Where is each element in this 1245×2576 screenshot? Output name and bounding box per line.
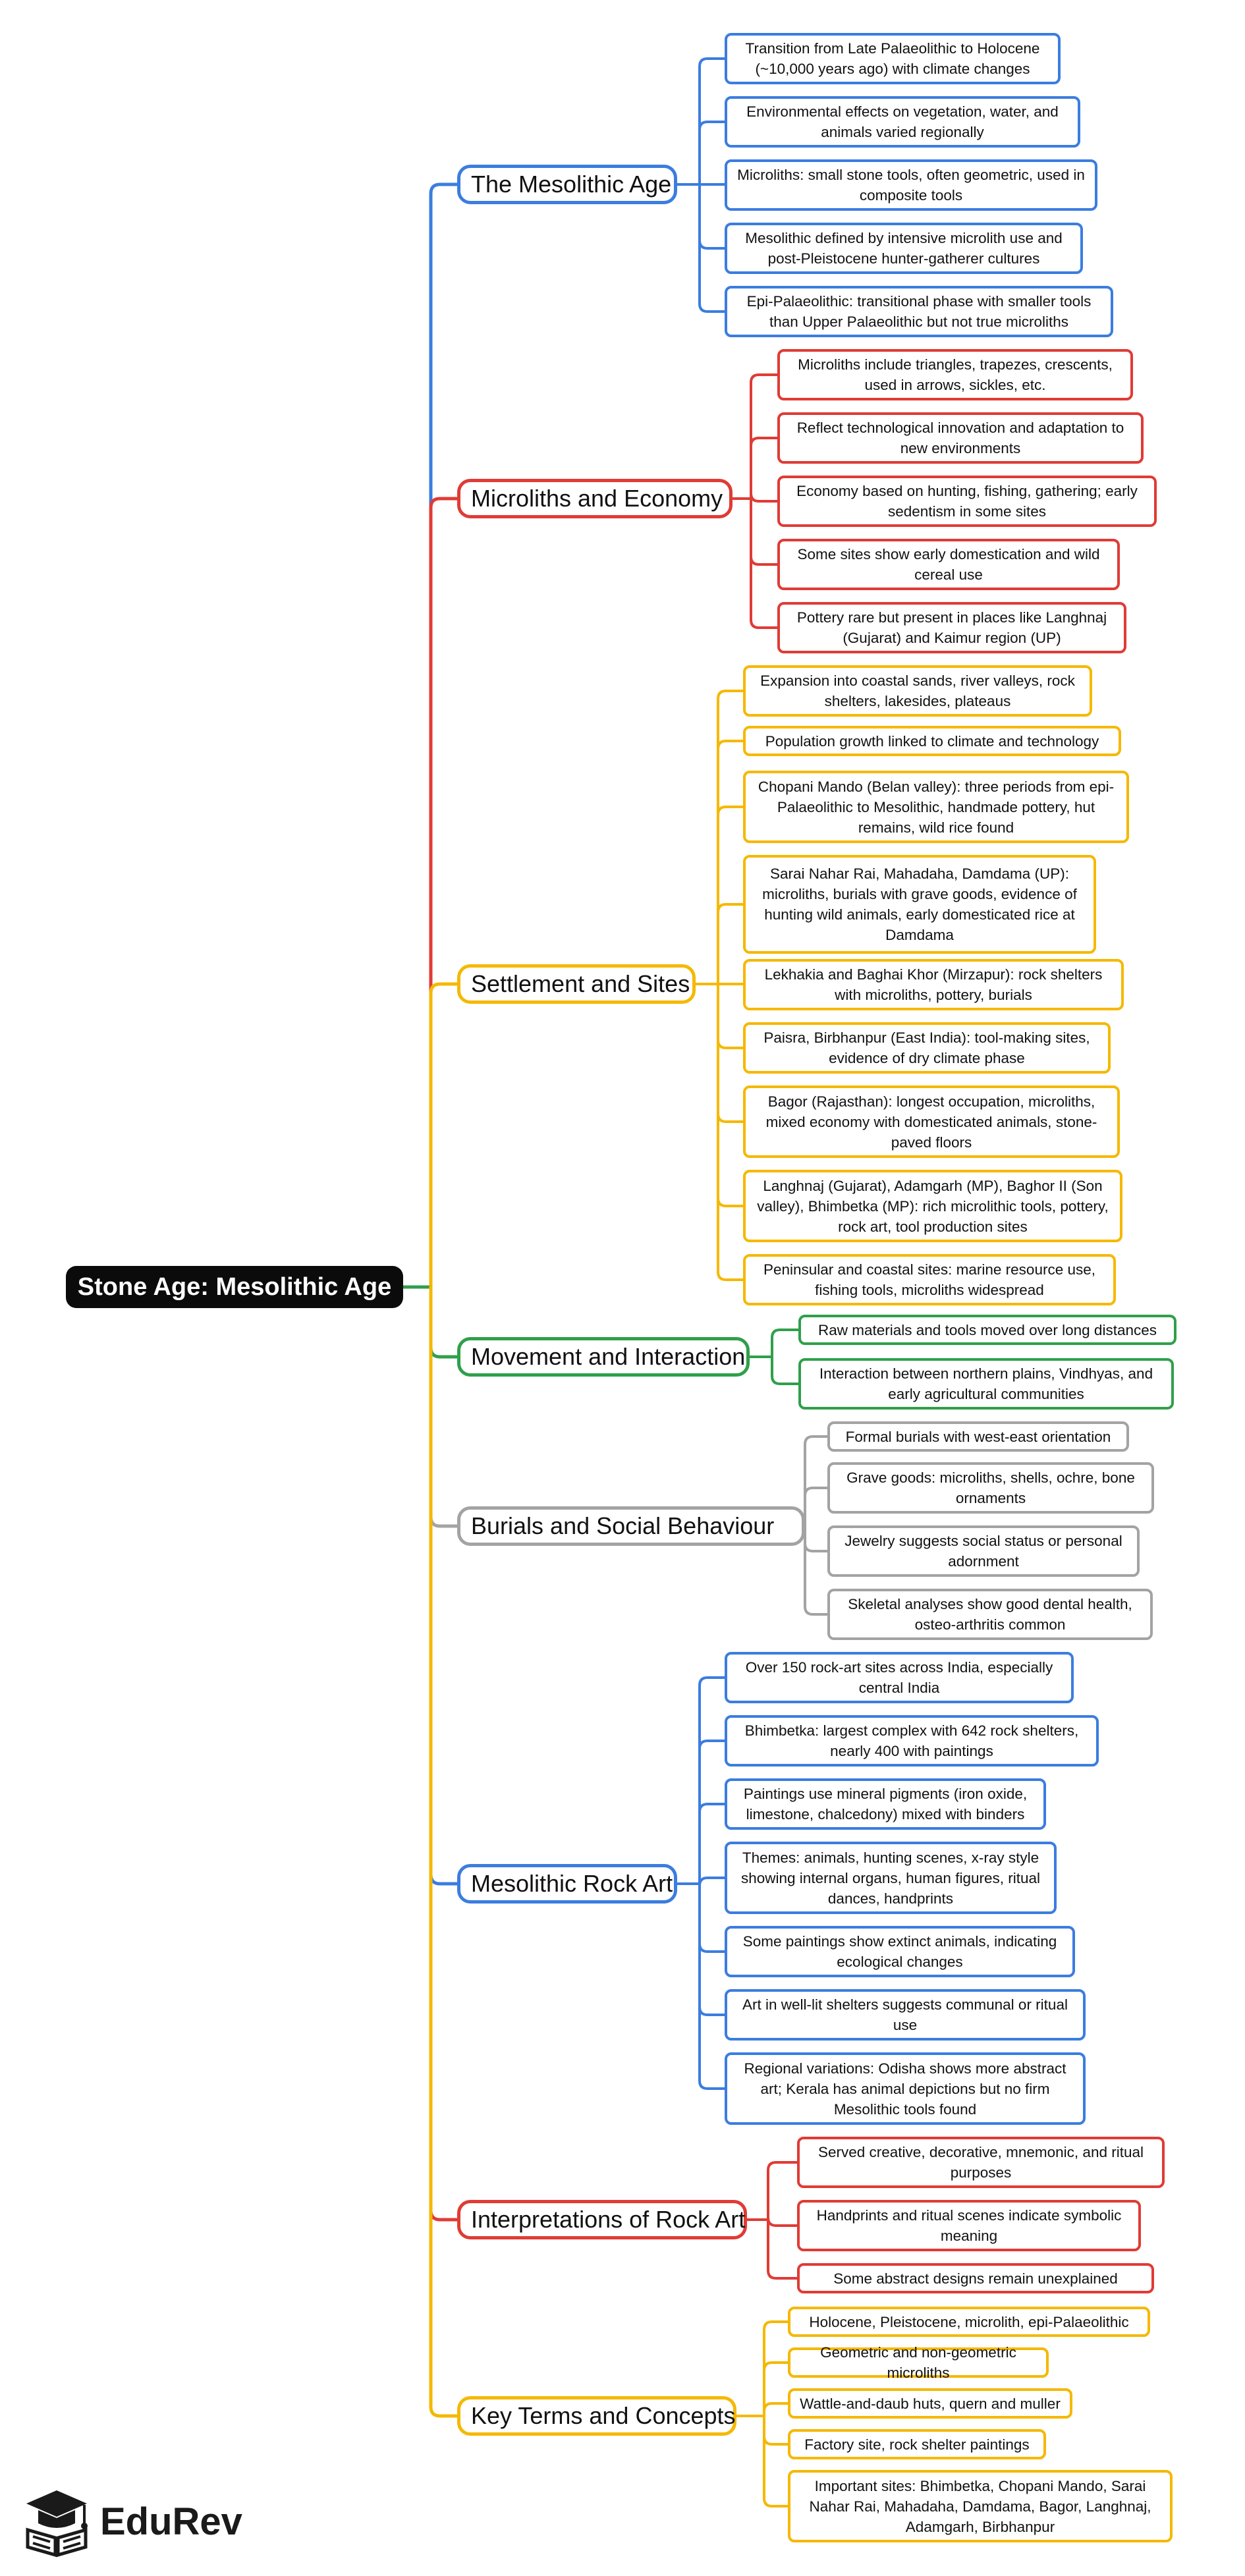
branch-connector [429, 1285, 459, 2222]
leaf-node[interactable]: Art in well-lit shelters suggests commun… [725, 1989, 1086, 2041]
leaf-node[interactable]: Transition from Late Palaeolithic to Hol… [725, 33, 1061, 84]
graduation-cap-book-icon [26, 2490, 88, 2558]
leaf-connector [717, 983, 744, 1123]
leaf-node[interactable]: Economy based on hunting, fishing, gathe… [777, 476, 1157, 527]
leaf-node[interactable]: Sarai Nahar Rai, Mahadaha, Damdama (UP):… [743, 855, 1096, 954]
branch-connector [429, 182, 459, 1289]
leaf-connector [750, 437, 779, 500]
leaf-node[interactable]: Holocene, Pleistocene, microlith, epi-Pa… [788, 2307, 1150, 2337]
leaf-connector [698, 1877, 726, 1886]
leaf-connector [698, 1882, 726, 2090]
leaf-connector [698, 183, 726, 313]
leaf-connector [763, 2320, 789, 2417]
leaf-connector [698, 121, 726, 186]
branch-node[interactable]: Interpretations of Rock Art [457, 2200, 747, 2239]
branch-connector [429, 1285, 459, 1528]
leaf-node[interactable]: Reflect technological innovation and ada… [777, 412, 1144, 464]
leaf-node[interactable]: Population growth linked to climate and … [743, 726, 1121, 756]
leaf-connector [717, 983, 744, 1207]
leaf-connector [717, 740, 744, 985]
leaf-node[interactable]: Formal burials with west-east orientatio… [827, 1421, 1129, 1452]
leaf-connector [750, 497, 779, 629]
leaf-node[interactable]: Grave goods: microliths, shells, ochre, … [827, 1462, 1154, 1514]
leaf-connector [698, 1676, 726, 1885]
branch-connector [429, 982, 459, 1289]
leaf-node[interactable]: Served creative, decorative, mnemonic, a… [797, 2137, 1165, 2188]
branch-connector [429, 1285, 459, 2418]
branch-node[interactable]: Burials and Social Behaviour [457, 1506, 805, 1546]
leaf-connector [698, 1740, 726, 1885]
leaf-connector [767, 2218, 798, 2280]
leaf-connector [717, 690, 744, 985]
leaf-connector [804, 1435, 829, 1527]
branch-node[interactable]: Microliths and Economy [457, 479, 733, 518]
leaf-connector [717, 983, 744, 1049]
leaf-node[interactable]: Important sites: Bhimbetka, Chopani Mand… [788, 2470, 1173, 2542]
root-topic[interactable]: Stone Age: Mesolithic Age [66, 1266, 403, 1308]
leaf-connector [804, 1525, 829, 1616]
leaf-node[interactable]: Some abstract designs remain unexplained [797, 2263, 1154, 2293]
leaf-node[interactable]: Handprints and ritual scenes indicate sy… [797, 2200, 1141, 2251]
leaf-connector [717, 903, 744, 985]
leaf-connector [767, 2161, 798, 2221]
leaf-node[interactable]: Lekhakia and Baghai Khor (Mirzapur): roc… [743, 959, 1124, 1010]
leaf-node[interactable]: Interaction between northern plains, Vin… [798, 1358, 1174, 1410]
leaf-node[interactable]: Regional variations: Odisha shows more a… [725, 2052, 1086, 2125]
leaf-node[interactable]: Chopani Mando (Belan valley): three peri… [743, 771, 1129, 843]
leaf-connector [763, 2415, 789, 2507]
leaf-node[interactable]: Paintings use mineral pigments (iron oxi… [725, 1778, 1046, 1830]
leaf-connector [771, 1356, 800, 1385]
leaf-node[interactable]: Factory site, rock shelter paintings [788, 2429, 1046, 2459]
leaf-connector [767, 2217, 798, 2227]
leaf-connector [804, 1525, 829, 1552]
leaf-connector [750, 373, 779, 500]
leaf-node[interactable]: Geometric and non-geometric microliths [788, 2344, 1049, 2381]
leaf-node[interactable]: Microliths: small stone tools, often geo… [725, 159, 1097, 211]
leaf-node[interactable]: Over 150 rock-art sites across India, es… [725, 1652, 1074, 1703]
branch-connector [429, 1285, 459, 1359]
leaf-connector [771, 1329, 800, 1358]
branch-node[interactable]: Settlement and Sites [457, 964, 696, 1004]
leaf-node[interactable]: Skeletal analyses show good dental healt… [827, 1589, 1153, 1640]
leaf-connector [763, 2402, 789, 2417]
branch-connector [429, 1285, 459, 1886]
leaf-connector [717, 806, 744, 985]
branch-connector [429, 497, 459, 1289]
logo-text: EduRev [100, 2500, 242, 2543]
leaf-node[interactable]: Epi-Palaeolithic: transitional phase wit… [725, 286, 1113, 337]
leaf-connector [698, 57, 726, 186]
leaf-node[interactable]: Themes: animals, hunting scenes, x-ray s… [725, 1842, 1057, 1914]
leaf-node[interactable]: Peninsular and coastal sites: marine res… [743, 1254, 1116, 1305]
leaf-connector [698, 183, 726, 250]
leaf-node[interactable]: Wattle-and-daub huts, quern and muller [788, 2388, 1072, 2419]
leaf-node[interactable]: Environmental effects on vegetation, wat… [725, 96, 1080, 148]
leaf-node[interactable]: Raw materials and tools moved over long … [798, 1315, 1176, 1345]
leaf-node[interactable]: Paisra, Birbhanpur (East India): tool-ma… [743, 1022, 1111, 1074]
edurev-logo: EduRev [24, 2482, 242, 2561]
branch-node[interactable]: Key Terms and Concepts [457, 2396, 736, 2436]
leaf-connector [763, 2361, 789, 2417]
leaf-node[interactable]: Bhimbetka: largest complex with 642 rock… [725, 1715, 1099, 1767]
branch-node[interactable]: The Mesolithic Age [457, 165, 677, 204]
leaf-connector [750, 497, 779, 566]
leaf-node[interactable]: Langhnaj (Gujarat), Adamgarh (MP), Bagho… [743, 1170, 1122, 1242]
leaf-node[interactable]: Mesolithic defined by intensive microlit… [725, 223, 1083, 274]
leaf-node[interactable]: Microliths include triangles, trapezes, … [777, 349, 1133, 400]
leaf-connector [750, 493, 779, 503]
leaf-node[interactable]: Expansion into coastal sands, river vall… [743, 665, 1092, 717]
branch-node[interactable]: Mesolithic Rock Art [457, 1864, 677, 1904]
leaf-connector [804, 1487, 829, 1527]
leaf-connector [717, 983, 744, 1281]
leaf-connector [698, 1803, 726, 1885]
leaf-node[interactable]: Jewelry suggests social status or person… [827, 1525, 1140, 1577]
leaf-node[interactable]: Pottery rare but present in places like … [777, 602, 1126, 653]
leaf-node[interactable]: Bagor (Rajasthan): longest occupation, m… [743, 1085, 1120, 1158]
branch-node[interactable]: Movement and Interaction [457, 1337, 750, 1377]
leaf-node[interactable]: Some sites show early domestication and … [777, 539, 1120, 590]
leaf-node[interactable]: Some paintings show extinct animals, ind… [725, 1926, 1075, 1977]
leaf-connector [763, 2415, 789, 2446]
leaf-connector [698, 1882, 726, 1953]
